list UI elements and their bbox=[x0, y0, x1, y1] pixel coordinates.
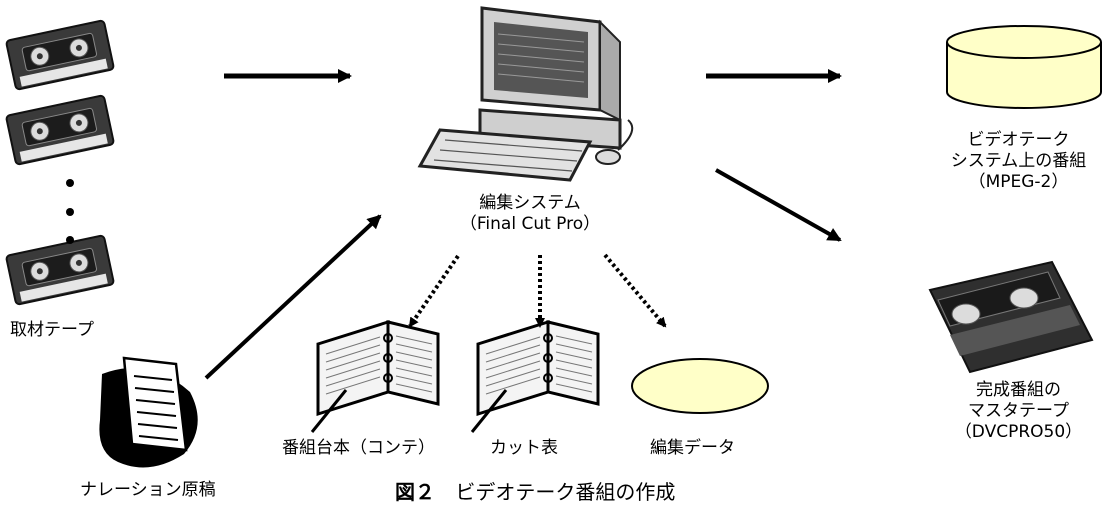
database-cylinder-icon bbox=[946, 25, 1102, 109]
master-label-line3: （DVCPRO50） bbox=[954, 422, 1083, 442]
arrow-system-to-master bbox=[715, 168, 842, 242]
edit-data-ellipse bbox=[631, 358, 769, 414]
master-label-line1: 完成番組の bbox=[976, 380, 1061, 400]
script-label: 番組台本（コンテ） bbox=[282, 438, 435, 458]
source-tape-1 bbox=[4, 19, 116, 91]
figure-caption: 図２ ビデオテーク番組の作成 bbox=[395, 482, 675, 503]
master-label-line2: マスタテープ bbox=[968, 401, 1069, 421]
source-tapes-label: 取材テープ bbox=[10, 320, 94, 340]
source-tape-3 bbox=[4, 234, 116, 306]
ellipsis-dots bbox=[66, 179, 74, 244]
system-label: 編集システム （Final Cut Pro） bbox=[420, 193, 640, 235]
videotheque-label: ビデオテーク システム上の番組 （MPEG-2） bbox=[930, 130, 1107, 193]
cutlist-notebook-icon bbox=[470, 320, 600, 434]
figure-number: 図２ bbox=[395, 480, 435, 504]
source-tape-2 bbox=[4, 94, 116, 166]
system-label-line2: （Final Cut Pro） bbox=[459, 214, 601, 234]
videotheque-label-line2: システム上の番組 bbox=[950, 151, 1087, 171]
script-notebook-icon bbox=[310, 320, 440, 434]
arrow-system-to-editdata bbox=[603, 253, 667, 328]
master-tape-icon bbox=[928, 260, 1094, 374]
master-label: 完成番組の マスタテープ （DVCPRO50） bbox=[930, 380, 1107, 443]
arrow-system-to-script bbox=[408, 254, 460, 328]
videotheque-label-line1: ビデオテーク bbox=[967, 130, 1070, 150]
arrow-narration-to-system bbox=[204, 214, 382, 380]
editdata-label: 編集データ bbox=[650, 438, 735, 458]
figure-title: ビデオテーク番組の作成 bbox=[455, 480, 676, 504]
cutlist-label: カット表 bbox=[490, 438, 558, 458]
narration-label: ナレーション原稿 bbox=[80, 480, 216, 500]
computer-icon bbox=[417, 6, 634, 182]
system-label-line1: 編集システム bbox=[479, 193, 581, 213]
videotheque-label-line3: （MPEG-2） bbox=[968, 172, 1069, 192]
document-icon bbox=[99, 356, 198, 468]
